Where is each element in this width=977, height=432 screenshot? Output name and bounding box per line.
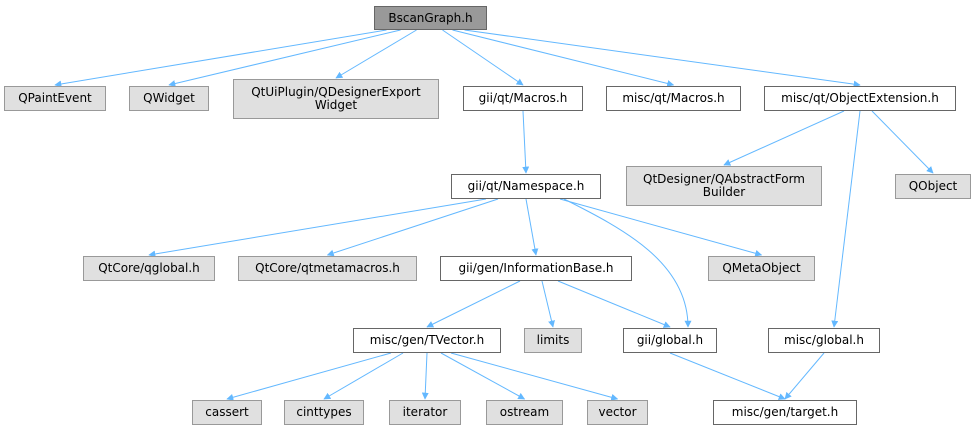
- node-limits[interactable]: limits: [524, 328, 582, 353]
- edge-gii-gen-informationbase-to-limits: [541, 280, 555, 328]
- edge-misc-qt-objectextension-to-qobject: [871, 110, 934, 174]
- edge-gii-qt-namespace-to-qtcore-qglobal: [148, 198, 487, 258]
- edge-misc-gen-tvector-to-cinttypes: [323, 352, 404, 400]
- edge-gii-qt-macros-to-gii-qt-namespace: [522, 110, 530, 174]
- node-cinttypes[interactable]: cinttypes: [284, 400, 364, 425]
- edge-misc-gen-tvector-to-ostream: [440, 352, 526, 400]
- node-misc-qt-macros-h[interactable]: misc/qt/Macros.h: [606, 86, 741, 111]
- node-qdesignerexportwidget[interactable]: QtUiPlugin/QDesignerExport Widget: [233, 79, 439, 119]
- node-qobject[interactable]: QObject: [895, 174, 971, 199]
- node-vector[interactable]: vector: [587, 400, 648, 425]
- edge-misc-gen-tvector-to-cassert: [226, 352, 392, 401]
- edge-bscangraph-to-misc-qt-macros: [452, 29, 675, 87]
- edge-misc-global-to-misc-gen-target: [784, 352, 825, 400]
- node-qmetaobject[interactable]: QMetaObject: [708, 256, 815, 281]
- edge-bscangraph-to-gii-qt-macros: [442, 29, 524, 86]
- node-qpaintevent[interactable]: QPaintEvent: [4, 86, 106, 111]
- node-gii-qt-macros-h[interactable]: gii/qt/Macros.h: [463, 86, 583, 111]
- node-qtcore-qtmetamacros-h[interactable]: QtCore/qtmetamacros.h: [238, 256, 417, 281]
- edge-gii-qt-namespace-to-qtcore-qtmetamacros: [326, 198, 499, 257]
- node-bscangraph-h[interactable]: BscanGraph.h: [374, 6, 487, 30]
- edge-misc-gen-tvector-to-vector: [450, 352, 619, 401]
- edge-bscangraph-to-qwidget: [168, 29, 401, 87]
- edge-misc-qt-objectextension-to-qabstractformbuilder: [723, 110, 845, 166]
- edge-misc-qt-objectextension-to-misc-global: [831, 110, 861, 328]
- node-iterator[interactable]: iterator: [389, 400, 461, 425]
- edge-gii-qt-namespace-to-qmetaobject: [559, 198, 763, 257]
- edge-bscangraph-to-qpaintevent: [54, 29, 387, 88]
- node-misc-gen-target-h[interactable]: misc/gen/target.h: [713, 400, 857, 425]
- edge-gii-gen-informationbase-to-misc-gen-tvector: [426, 280, 521, 328]
- node-misc-global-h[interactable]: misc/global.h: [768, 328, 880, 353]
- node-misc-gen-tvector-h[interactable]: misc/gen/TVector.h: [353, 328, 501, 353]
- edge-bscangraph-to-misc-qt-objectextension: [464, 29, 861, 88]
- node-qwidget[interactable]: QWidget: [129, 86, 209, 111]
- node-qtcore-qglobal-h[interactable]: QtCore/qglobal.h: [83, 256, 215, 281]
- node-gii-global-h[interactable]: gii/global.h: [623, 328, 717, 353]
- node-qabstractformbuilder[interactable]: QtDesigner/QAbstractForm Builder: [626, 166, 822, 206]
- edge-gii-global-to-misc-gen-target: [669, 352, 786, 400]
- edge-gii-qt-namespace-to-gii-global: [563, 198, 692, 328]
- node-cassert[interactable]: cassert: [192, 400, 262, 425]
- edge-gii-qt-namespace-to-gii-gen-informationbase: [525, 198, 539, 256]
- node-gii-gen-informationbase-h[interactable]: gii/gen/InformationBase.h: [440, 256, 632, 281]
- edge-misc-gen-tvector-to-iterator: [421, 352, 429, 400]
- node-misc-qt-objectextension-h[interactable]: misc/qt/ObjectExtension.h: [764, 86, 956, 111]
- node-gii-qt-namespace-h[interactable]: gii/qt/Namespace.h: [451, 174, 601, 199]
- node-ostream[interactable]: ostream: [486, 400, 563, 425]
- edge-bscangraph-to-qdesignerexportwidget: [335, 29, 417, 79]
- edge-gii-gen-informationbase-to-gii-global: [557, 280, 671, 328]
